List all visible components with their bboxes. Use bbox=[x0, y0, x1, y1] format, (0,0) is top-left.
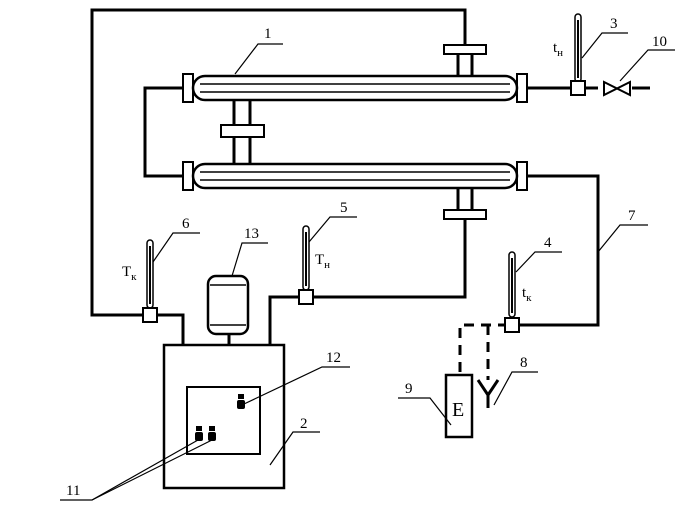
callout-6: 6 bbox=[182, 216, 190, 232]
meter-letter: E bbox=[452, 399, 464, 421]
dashed-line-meter bbox=[458, 323, 508, 375]
thermometer-4 bbox=[504, 251, 520, 333]
thermometer-6 bbox=[142, 239, 158, 323]
label-T-hot-in: Тн bbox=[315, 252, 330, 271]
callout-12: 12 bbox=[326, 350, 341, 366]
thermometer-5 bbox=[298, 225, 314, 305]
bottom-flange bbox=[443, 209, 487, 220]
valve bbox=[598, 80, 632, 97]
callout-7: 7 bbox=[628, 208, 636, 224]
tank-cold-pipe bbox=[158, 313, 185, 345]
callout-13: 13 bbox=[244, 226, 259, 242]
pipelines bbox=[90, 8, 650, 380]
switch-11a bbox=[195, 426, 203, 441]
tank bbox=[206, 274, 250, 345]
tank-hot-pipe bbox=[268, 295, 307, 345]
upper-heat-exchanger bbox=[182, 73, 528, 103]
callout-9: 9 bbox=[405, 381, 413, 397]
callout-10: 10 bbox=[652, 34, 667, 50]
label-T-cold-in: Тк bbox=[122, 264, 137, 283]
nozzles bbox=[220, 44, 487, 220]
control-cabinet bbox=[162, 343, 286, 490]
callout-2: 2 bbox=[300, 416, 308, 432]
control-panel bbox=[186, 386, 261, 455]
middle-flange bbox=[220, 124, 265, 138]
lower-shell bbox=[191, 162, 519, 190]
callout-4: 4 bbox=[544, 235, 552, 251]
callout-3: 3 bbox=[610, 16, 618, 32]
drain-funnel bbox=[476, 379, 500, 408]
label-t-hot-out: tн bbox=[553, 40, 563, 59]
callout-5: 5 bbox=[340, 200, 348, 216]
lower-heat-exchanger bbox=[182, 161, 528, 191]
callout-leaders bbox=[60, 32, 675, 501]
return-pipe-7 bbox=[518, 174, 600, 327]
thermometer-3 bbox=[570, 13, 586, 96]
flow-meter: E bbox=[444, 373, 474, 439]
outer-return-pipe bbox=[90, 8, 467, 317]
upper-shell bbox=[191, 74, 519, 102]
hot-supply-pipe bbox=[310, 218, 467, 299]
label-t-cold-out: tк bbox=[522, 285, 532, 304]
callout-numbers: 1 2 3 4 5 6 7 8 9 10 11 12 13 bbox=[66, 16, 667, 499]
switch-11b bbox=[208, 426, 216, 441]
callout-11: 11 bbox=[66, 483, 80, 499]
callout-1: 1 bbox=[264, 26, 272, 42]
switch-12 bbox=[237, 394, 245, 409]
callout-8: 8 bbox=[520, 355, 528, 371]
temperature-labels: tн tк Тн Тк bbox=[122, 40, 563, 304]
top-flange bbox=[443, 44, 487, 55]
left-cross-pipe bbox=[143, 86, 183, 178]
